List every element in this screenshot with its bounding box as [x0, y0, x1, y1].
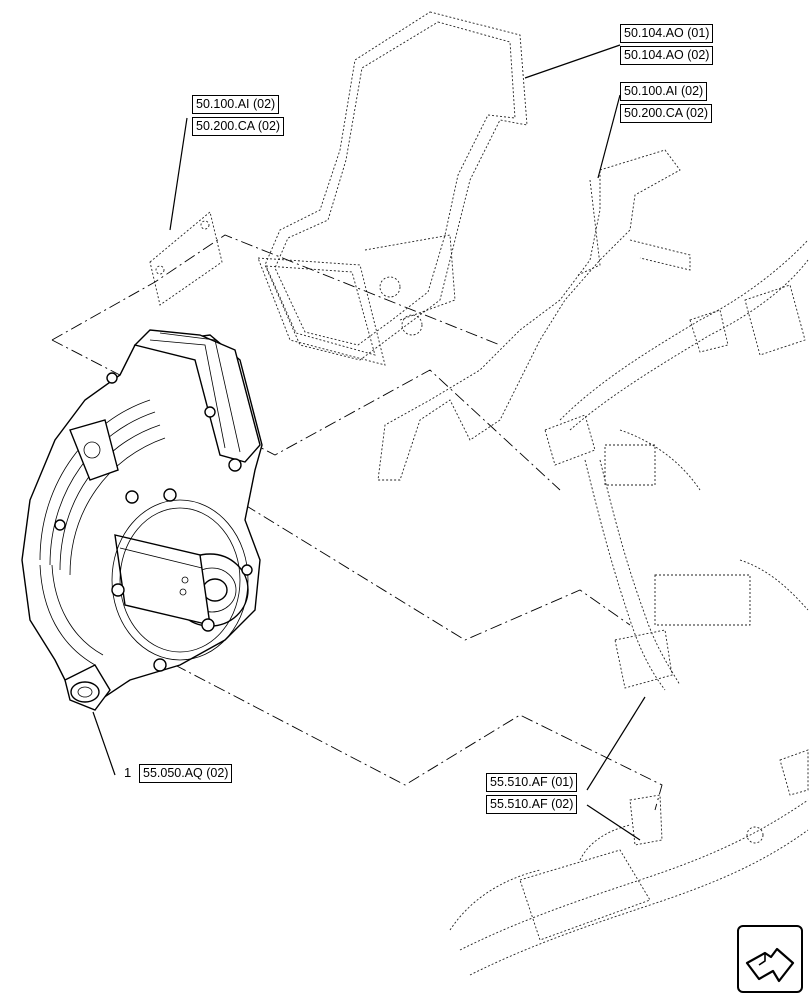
- support-bracket-phantom: [377, 149, 691, 481]
- callout-ref-box[interactable]: 50.104.AO (02): [620, 46, 714, 65]
- lower-harness-phantom: [449, 749, 809, 976]
- item-number: 1: [124, 765, 132, 780]
- blower-assembly: [21, 329, 263, 711]
- bracket-plate-phantom: [149, 211, 223, 306]
- callout-ref-box[interactable]: 55.510.AF (01): [486, 773, 578, 792]
- wiring-harness-phantom: [544, 239, 809, 691]
- air-duct-phantom: [257, 11, 528, 366]
- assembly-centerlines: [51, 234, 663, 811]
- next-page-arrow-icon: [745, 947, 795, 983]
- next-page-button[interactable]: [737, 925, 803, 993]
- callout-ref-box[interactable]: 50.100.AI (02): [620, 82, 708, 101]
- callout-ref-box[interactable]: 55.050.AQ (02): [139, 764, 233, 783]
- leader-lines: [92, 44, 646, 841]
- callout-ref-box[interactable]: 50.200.CA (02): [192, 117, 285, 136]
- callout-ref-box[interactable]: 50.104.AO (01): [620, 24, 714, 43]
- callout-ref-box[interactable]: 50.100.AI (02): [192, 95, 280, 114]
- callout-ref-box[interactable]: 50.200.CA (02): [620, 104, 713, 123]
- callout-ref-box[interactable]: 55.510.AF (02): [486, 795, 578, 814]
